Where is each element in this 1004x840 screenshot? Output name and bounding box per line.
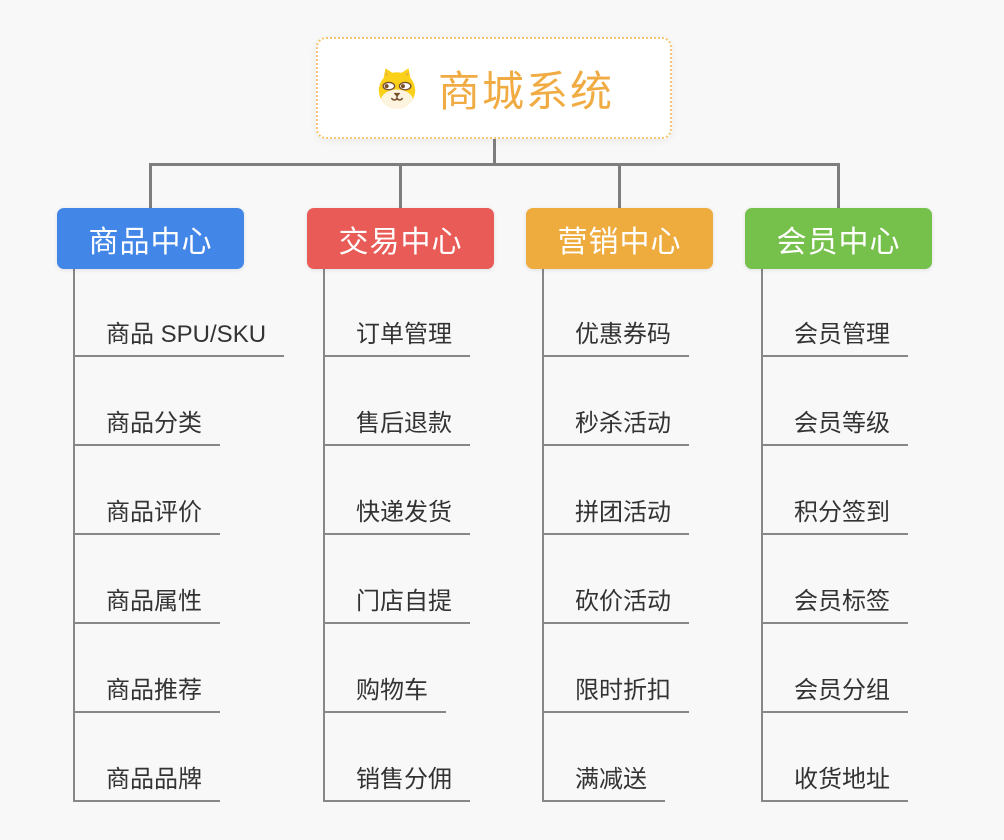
branch-label: 交易中心 — [338, 225, 463, 259]
leaf-node[interactable]: 拼团活动 — [542, 491, 689, 535]
leaf-node[interactable]: 购物车 — [323, 669, 446, 713]
leaf-node[interactable]: 售后退款 — [323, 402, 470, 446]
leaf-node[interactable]: 商品 SPU/SKU — [73, 313, 285, 357]
shiba-dog-icon — [374, 67, 420, 110]
trunk-line — [542, 269, 544, 801]
branch-node[interactable]: 营销中心 — [526, 208, 713, 269]
leaf-node[interactable]: 会员等级 — [761, 402, 908, 446]
leaf-node[interactable]: 商品品牌 — [73, 758, 220, 802]
leaf-node[interactable]: 商品评价 — [73, 491, 220, 535]
branch-node[interactable]: 商品中心 — [57, 208, 244, 269]
branch-node[interactable]: 交易中心 — [307, 208, 494, 269]
leaf-node[interactable]: 会员管理 — [761, 313, 908, 357]
leaf-node[interactable]: 销售分佣 — [323, 758, 470, 802]
root-title: 商城系统 — [437, 67, 614, 115]
branch-label: 商品中心 — [88, 225, 213, 259]
trunk-line — [761, 269, 763, 801]
leaf-node[interactable]: 会员分组 — [761, 669, 908, 713]
leaf-node[interactable]: 限时折扣 — [542, 669, 689, 713]
bus-line — [149, 163, 840, 166]
leaf-node[interactable]: 商品属性 — [73, 580, 220, 624]
leaf-node[interactable]: 积分签到 — [761, 491, 908, 535]
drop-line — [149, 163, 152, 208]
leaf-node[interactable]: 商品推荐 — [73, 669, 220, 713]
leaf-node[interactable]: 秒杀活动 — [542, 402, 689, 446]
leaf-node[interactable]: 优惠券码 — [542, 313, 689, 357]
leaf-node[interactable]: 订单管理 — [323, 313, 470, 357]
branch-label: 营销中心 — [557, 225, 682, 259]
drop-line — [837, 163, 840, 208]
leaf-node[interactable]: 砍价活动 — [542, 580, 689, 624]
branch-label: 会员中心 — [776, 225, 901, 259]
leaf-node[interactable]: 商品分类 — [73, 402, 220, 446]
trunk-line — [73, 269, 75, 801]
leaf-node[interactable]: 会员标签 — [761, 580, 908, 624]
leaf-node[interactable]: 满减送 — [542, 758, 665, 802]
root-drop-line — [492, 139, 496, 163]
drop-line — [399, 163, 402, 208]
leaf-node[interactable]: 门店自提 — [323, 580, 470, 624]
drop-line — [618, 163, 621, 208]
leaf-node[interactable]: 收货地址 — [761, 758, 908, 802]
branch-node[interactable]: 会员中心 — [745, 208, 932, 269]
root-node[interactable]: 商城系统 — [316, 37, 672, 139]
trunk-line — [323, 269, 325, 801]
leaf-node[interactable]: 快递发货 — [323, 491, 470, 535]
